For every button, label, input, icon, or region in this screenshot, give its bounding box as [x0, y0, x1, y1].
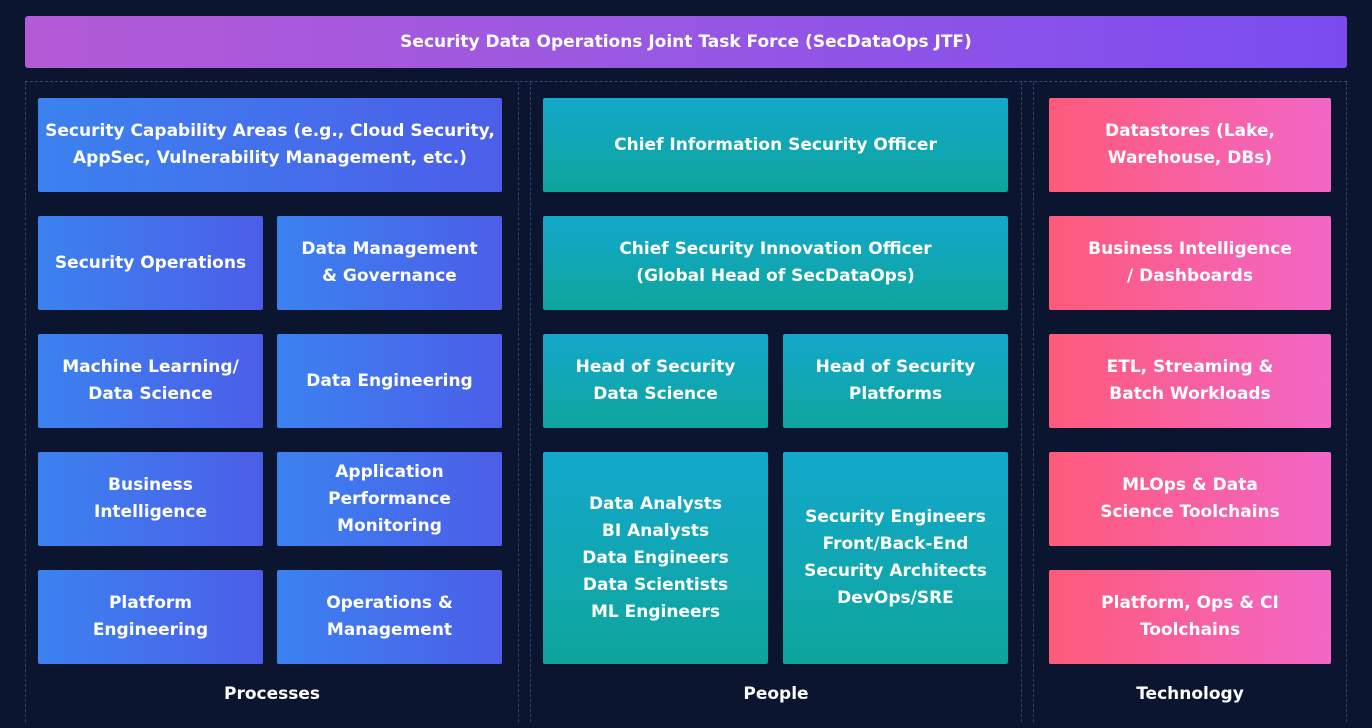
tech-platform-ops-ci-toolchains: Platform, Ops & CI Toolchains	[1049, 570, 1331, 664]
title-banner: Security Data Operations Joint Task Forc…	[25, 16, 1347, 68]
tech-business-intelligence-dashboards: Business Intelligence / Dashboards	[1049, 216, 1331, 310]
tech-etl-streaming-batch: ETL, Streaming & Batch Workloads	[1049, 334, 1331, 428]
people-data-team: Data Analysts BI Analysts Data Engineers…	[543, 452, 768, 664]
people-engineering-team: Security Engineers Front/Back-End Securi…	[783, 452, 1008, 664]
people-head-security-platforms: Head of Security Platforms	[783, 334, 1008, 428]
process-business-intelligence: Business Intelligence	[38, 452, 263, 546]
process-security-capability-areas: Security Capability Areas (e.g., Cloud S…	[38, 98, 502, 192]
process-machine-learning-data-science: Machine Learning/ Data Science	[38, 334, 263, 428]
people-csio: Chief Security Innovation Officer (Globa…	[543, 216, 1008, 310]
people-head-security-data-science: Head of Security Data Science	[543, 334, 768, 428]
tech-datastores: Datastores (Lake, Warehouse, DBs)	[1049, 98, 1331, 192]
process-platform-engineering: Platform Engineering	[38, 570, 263, 664]
process-operations-management: Operations & Management	[277, 570, 502, 664]
processes-section: Processes	[25, 82, 519, 722]
processes-label: Processes	[223, 684, 320, 704]
title-divider	[25, 81, 1347, 82]
process-data-engineering: Data Engineering	[277, 334, 502, 428]
technology-label: Technology	[1136, 684, 1244, 704]
people-label: People	[743, 684, 809, 704]
tech-mlops-toolchains: MLOps & Data Science Toolchains	[1049, 452, 1331, 546]
process-security-operations: Security Operations	[38, 216, 263, 310]
people-ciso: Chief Information Security Officer	[543, 98, 1008, 192]
process-application-performance-monitoring: Application Performance Monitoring	[277, 452, 502, 546]
technology-section: Technology	[1033, 82, 1347, 722]
title-text: Security Data Operations Joint Task Forc…	[400, 32, 972, 52]
process-data-management-governance: Data Management & Governance	[277, 216, 502, 310]
people-section: People	[530, 82, 1022, 722]
